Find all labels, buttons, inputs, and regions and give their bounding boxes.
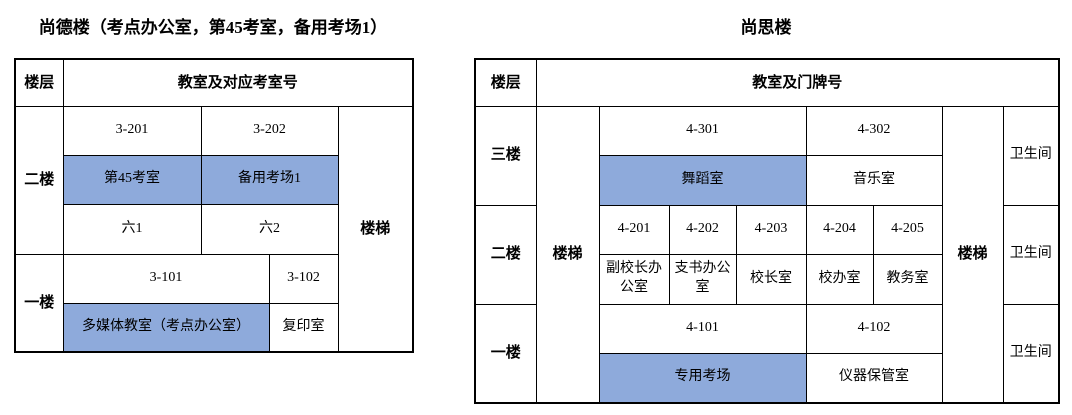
vice-principal-office-cell: 副校长办公室 xyxy=(598,253,670,305)
left-stairs-cell: 楼梯 xyxy=(337,105,414,353)
room-number-cell-3-101: 3-101 xyxy=(62,253,270,304)
room-number-cell-3-102: 3-102 xyxy=(268,253,339,304)
room-number-cell-4-202: 4-202 xyxy=(668,204,737,255)
room-number-cell-4-101: 4-101 xyxy=(598,303,807,354)
left-building-title: 尚德楼（考点办公室，第45考室，备用考场1） xyxy=(38,18,388,37)
left-rooms-header-cell: 教室及对应考室号 xyxy=(62,58,414,107)
right-floor-label-3f: 三楼 xyxy=(474,105,537,206)
room-number-cell-4-201: 4-201 xyxy=(598,204,670,255)
dance-room-cell: 舞蹈室 xyxy=(598,154,807,206)
secretary-office-cell: 支书办公室 xyxy=(668,253,737,305)
right-floor-header-cell: 楼层 xyxy=(474,58,537,107)
left-building-table: 楼层 教室及对应考室号 二楼 3-201 3-202 楼梯 第45考室 备用考场… xyxy=(14,58,415,353)
room-number-cell-3-202: 3-202 xyxy=(200,105,339,156)
backup-room-cell-1: 备用考场1 xyxy=(200,154,339,205)
principal-office-cell: 校长室 xyxy=(735,253,807,305)
washroom-cell-3f: 卫生间 xyxy=(1002,105,1060,206)
right-building-table: 楼层 教室及门牌号 三楼 楼梯 4-301 4-302 楼梯 卫生间 舞蹈室 音… xyxy=(474,58,1061,404)
room-number-cell-4-301: 4-301 xyxy=(598,105,807,156)
right-floor-label-2f: 二楼 xyxy=(474,204,537,305)
left-floor-header-cell: 楼层 xyxy=(14,58,64,107)
right-building-title: 尚思楼 xyxy=(740,18,792,37)
room-number-cell-4-203: 4-203 xyxy=(735,204,807,255)
exam-room-cell-45: 第45考室 xyxy=(62,154,202,205)
special-exam-room-cell: 专用考场 xyxy=(598,352,807,404)
school-office-cell: 校办室 xyxy=(805,253,874,305)
room-number-cell-4-204: 4-204 xyxy=(805,204,874,255)
washroom-cell-1f: 卫生间 xyxy=(1002,303,1060,404)
left-floor-label-2f: 二楼 xyxy=(14,105,64,255)
instrument-storage-cell: 仪器保管室 xyxy=(805,352,943,404)
room-number-cell-4-102: 4-102 xyxy=(805,303,943,354)
room-number-cell-4-205: 4-205 xyxy=(872,204,943,255)
music-room-cell: 音乐室 xyxy=(805,154,943,206)
right-stairs-left-cell: 楼梯 xyxy=(535,105,600,404)
class-cell-6-1: 六1 xyxy=(62,203,202,255)
class-cell-6-2: 六2 xyxy=(200,203,339,255)
left-floor-label-1f: 一楼 xyxy=(14,253,64,353)
academic-office-cell: 教务室 xyxy=(872,253,943,305)
copy-room-cell: 复印室 xyxy=(268,302,339,353)
room-number-cell-4-302: 4-302 xyxy=(805,105,943,156)
right-stairs-right-cell: 楼梯 xyxy=(941,105,1004,404)
washroom-cell-2f: 卫生间 xyxy=(1002,204,1060,305)
room-number-cell-3-201: 3-201 xyxy=(62,105,202,156)
right-rooms-header-cell: 教室及门牌号 xyxy=(535,58,1060,107)
right-floor-label-1f: 一楼 xyxy=(474,303,537,404)
media-room-office-cell: 多媒体教室（考点办公室） xyxy=(62,302,270,353)
